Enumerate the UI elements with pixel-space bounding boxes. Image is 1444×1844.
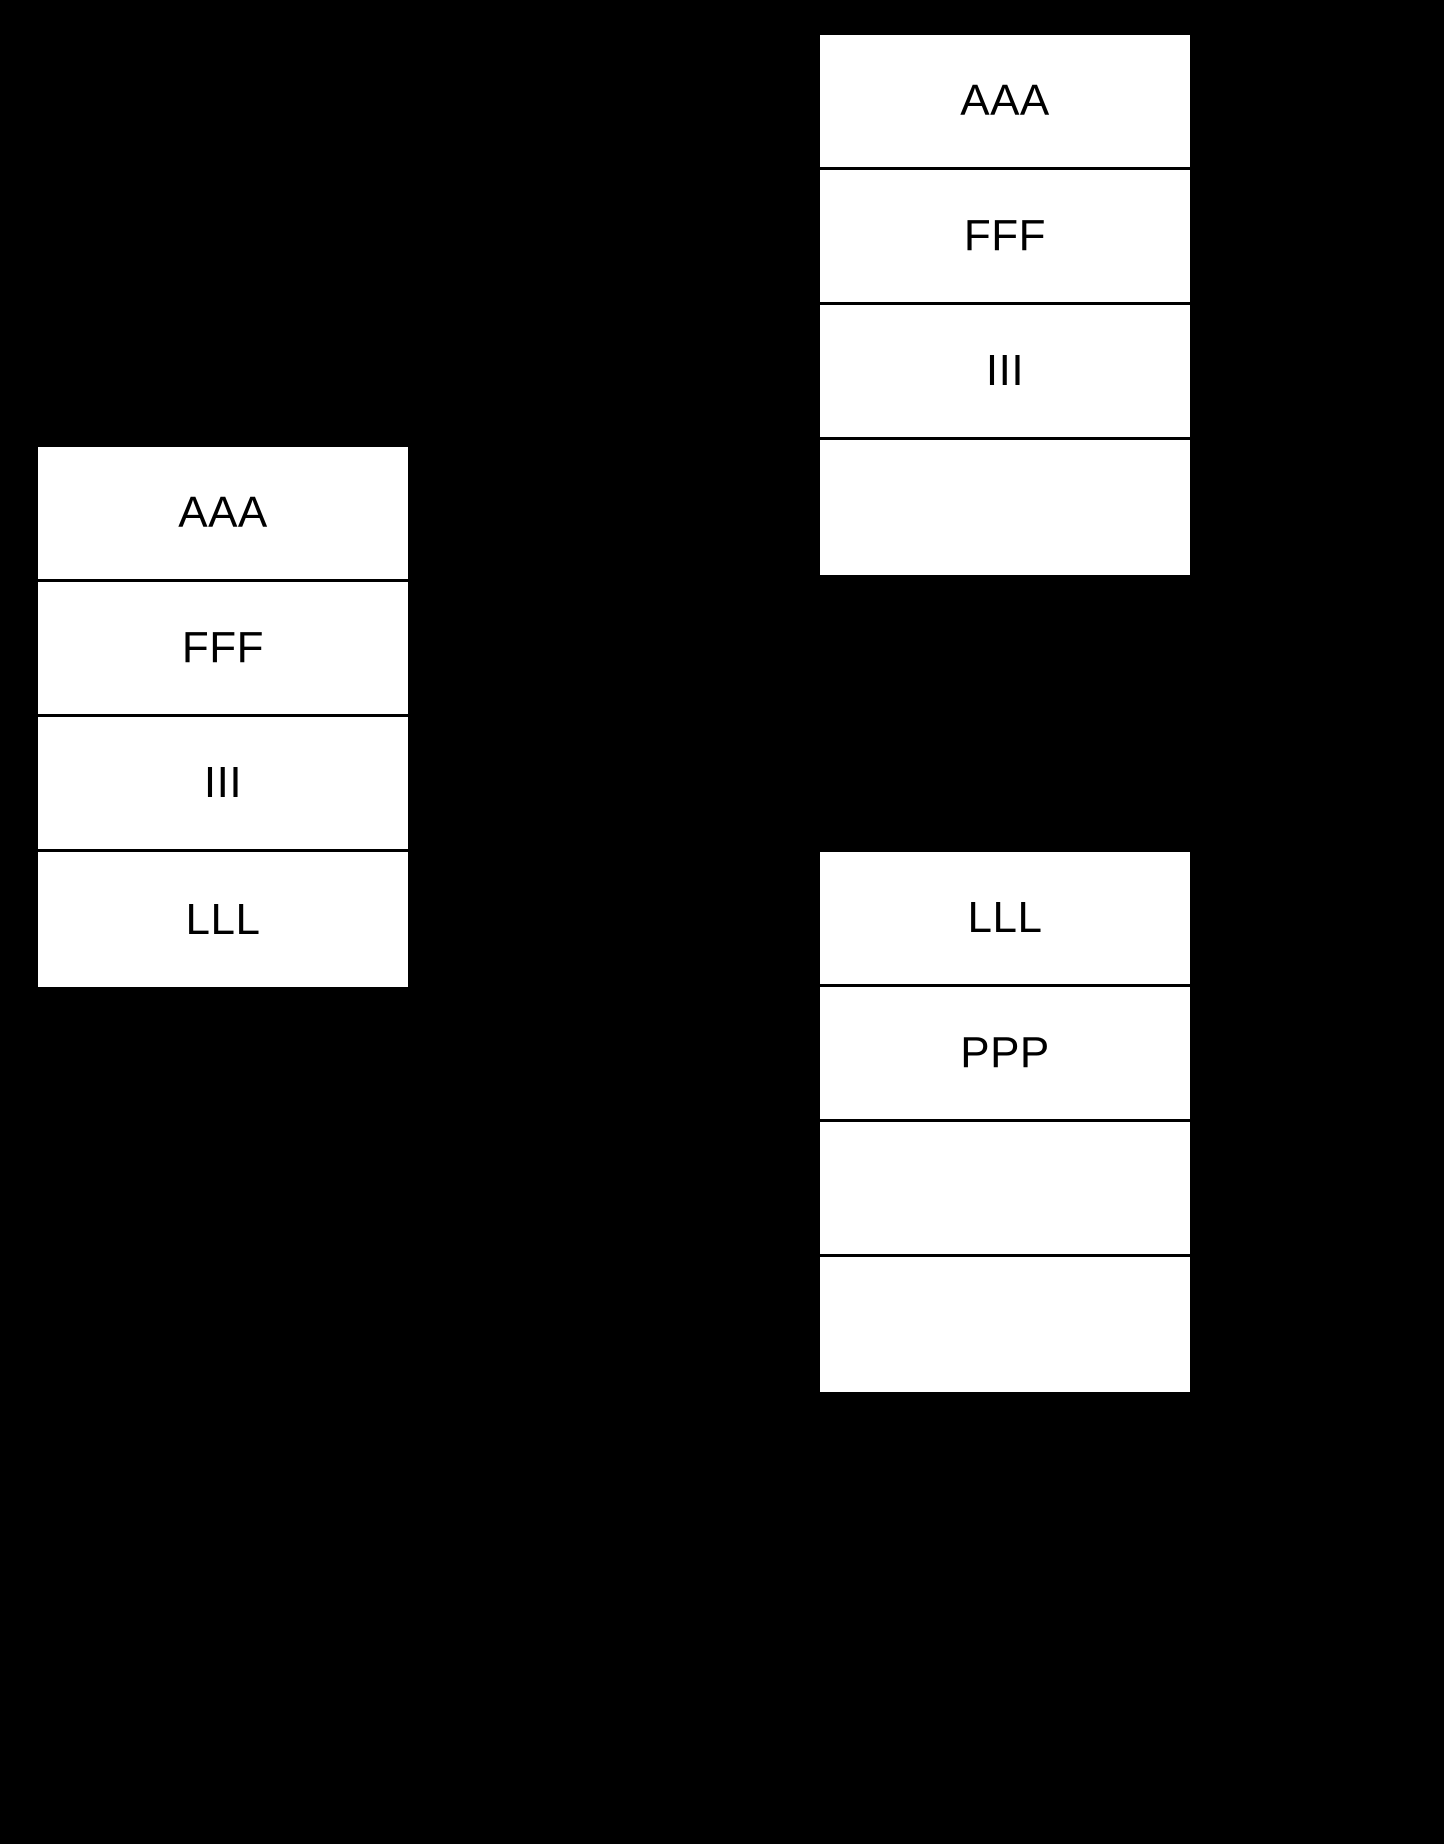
table-row-empty[interactable] [820, 440, 1190, 575]
table-row[interactable]: III [38, 717, 408, 852]
table-row-empty[interactable] [820, 1122, 1190, 1257]
table-row[interactable]: III [820, 305, 1190, 440]
table-row-empty[interactable] [820, 1257, 1190, 1392]
target-table-upper: AAA FFF III [820, 35, 1190, 575]
target-table-lower: LLL PPP [820, 852, 1190, 1392]
table-row[interactable]: LLL [820, 852, 1190, 987]
source-table: AAA FFF III LLL [38, 447, 408, 987]
table-row[interactable]: FFF [38, 582, 408, 717]
table-row[interactable]: AAA [820, 35, 1190, 170]
table-row[interactable]: AAA [38, 447, 408, 582]
table-row[interactable]: PPP [820, 987, 1190, 1122]
table-row[interactable]: LLL [38, 852, 408, 987]
table-row[interactable]: FFF [820, 170, 1190, 305]
